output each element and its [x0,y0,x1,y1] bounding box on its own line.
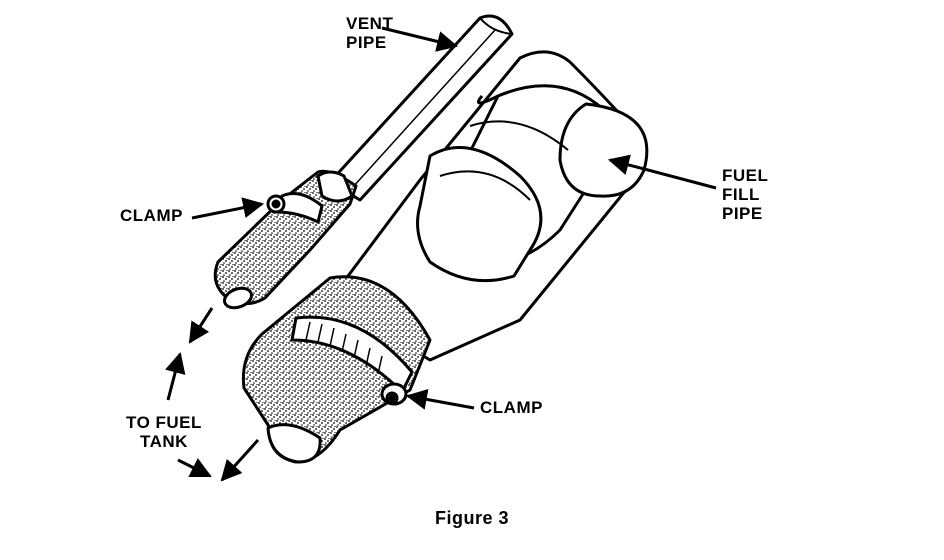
arrow-tank-upper-b [165,351,186,401]
label-to-fuel-tank: TO FUEL TANK [126,413,202,451]
fill-hose [241,275,432,464]
arrow-clamp-bottom [405,389,475,410]
label-vent-pipe-line2: PIPE [346,33,387,52]
arrow-tank-upper-a [188,307,214,344]
vent-clamp [266,192,324,225]
fuel-fill-pipe [328,50,649,362]
vent-pipe [328,14,514,202]
label-to-fuel-tank-line2: TANK [139,432,188,451]
label-vent-pipe-line1: VENT [346,14,394,33]
label-to-fuel-tank-line1: TO FUEL [126,413,202,432]
vent-ferrule [316,170,354,203]
fill-clamp [290,315,414,406]
label-fuel-fill-pipe-line3: PIPE [722,204,763,223]
label-fuel-fill-pipe: FUEL FILL PIPE [722,166,768,223]
label-clamp-top: CLAMP [120,206,183,225]
arrow-fuel-fill-pipe [607,154,717,190]
label-fuel-fill-pipe-line1: FUEL [722,166,769,185]
label-clamp-bottom: CLAMP [480,398,543,417]
label-vent-pipe: VENT PIPE [346,14,393,52]
arrow-tank-lower-b [220,438,260,482]
leader-arrows [165,26,717,482]
arrow-clamp-top [191,197,265,220]
label-fuel-fill-pipe-line2: FILL [722,185,760,204]
arrow-tank-lower-a [177,458,212,478]
arrow-vent-pipe [381,26,459,52]
figure-caption: Figure 3 [434,508,509,528]
